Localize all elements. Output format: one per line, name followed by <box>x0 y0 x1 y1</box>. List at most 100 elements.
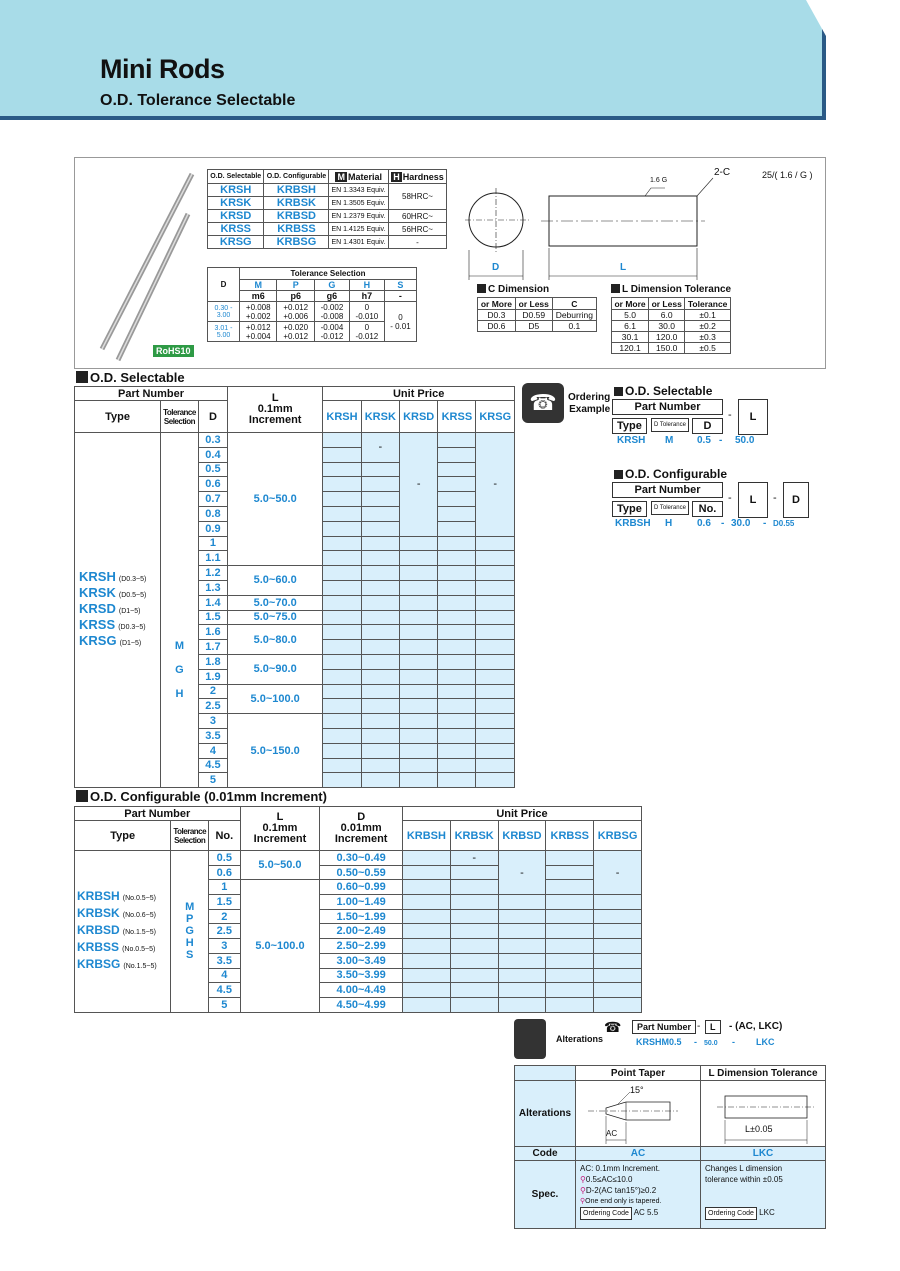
sel-price-cell <box>398 535 439 552</box>
sel-price-cell <box>437 446 477 463</box>
sel-type-name: KRSH <box>79 569 116 585</box>
sel-types: KRSH (D0.3~5)KRSK (D0.5~5)KRSD (D1~5)KRS… <box>73 431 162 789</box>
ord-sel-dash: - <box>728 409 732 421</box>
sel-price-cell <box>437 742 477 759</box>
tol-code: M <box>238 279 278 291</box>
sel-price-cell <box>322 653 362 670</box>
sel-type-range: (D0.5~5) <box>118 592 147 600</box>
alt-row-alt: Alterations <box>514 1080 576 1147</box>
draw-chamfer-label: 2-C <box>714 167 731 178</box>
conf-tol-code: S <box>186 949 194 962</box>
tol-val: +0.012 +0.006 <box>276 301 315 322</box>
sel-col-head: KRSH <box>322 400 362 433</box>
sel-d: 0.6 <box>197 476 229 493</box>
conf-price-cell <box>545 850 595 866</box>
conf-price-cell <box>401 908 451 925</box>
conf-price-cell <box>545 894 595 910</box>
conf-price-dash: - <box>593 849 642 896</box>
ord-conf-dtol: D Tolerance <box>651 501 689 515</box>
tab-cell: D5 <box>514 320 553 332</box>
conf-table: Part Number L 0.1mm Increment D 0.01mm I… <box>73 806 643 1013</box>
sel-price-cell <box>437 727 477 744</box>
sel-price-cell <box>360 683 400 700</box>
sel-price-cell <box>398 639 439 655</box>
conf-price-cell <box>449 938 499 954</box>
ord-conf-pn: Part Number <box>612 482 723 498</box>
ordering-label: Ordering Example <box>568 392 611 415</box>
sel-price-cell <box>360 639 400 655</box>
sel-price-cell <box>475 742 515 759</box>
tol-grade: p6 <box>276 290 315 302</box>
conf-price-cell <box>401 967 451 984</box>
sel-price-cell <box>360 476 400 493</box>
conf-price-cell <box>497 996 547 1013</box>
alt-spec2: Changes L dimension tolerance within ±0.… <box>700 1160 826 1229</box>
draw-rough-small: 1.6 G <box>650 177 668 184</box>
sel-type-range: (D1~5) <box>118 608 141 616</box>
mat-hardness: - <box>387 235 448 249</box>
alt-code1: AC <box>575 1146 701 1161</box>
sel-d: 1 <box>197 535 229 552</box>
alt-opts: - (AC, LKC) <box>729 1021 783 1032</box>
conf-l: 5.0~100.0 <box>239 879 321 1013</box>
mat-conf: KRBSK <box>263 196 330 210</box>
sel-price-cell <box>437 579 477 596</box>
tol-grade: g6 <box>313 290 350 302</box>
tab-cell: Deburring <box>551 309 598 321</box>
tab-head: or Less <box>514 297 553 310</box>
sel-price-cell <box>322 461 362 478</box>
conf-no: 1 <box>208 879 241 896</box>
conf-type-name: KRBSD <box>77 922 120 937</box>
alt-pn-box: Part Number <box>632 1020 697 1034</box>
conf-price-cell <box>545 982 595 998</box>
conf-type-range: (No.0.5~5) <box>122 945 156 953</box>
alt-l-box: L <box>705 1020 721 1034</box>
sel-price-cell <box>475 579 515 596</box>
sel-price-cell <box>437 609 477 626</box>
sel-l: 5.0~70.0 <box>227 594 324 611</box>
sel-price-cell <box>475 535 515 552</box>
sel-price-cell <box>360 713 400 729</box>
sel-price-cell <box>437 565 477 581</box>
sel-price-cell <box>398 624 439 641</box>
tol-grade: - <box>383 290 418 302</box>
sel-price-cell <box>322 757 362 774</box>
conf-no: 5 <box>208 996 241 1013</box>
tab-head: or More <box>477 297 516 310</box>
sel-price-cell <box>360 594 400 611</box>
sel-price-cell <box>437 476 477 493</box>
mat-sel: KRSG <box>206 235 265 249</box>
conf-h-up: Unit Price <box>401 806 643 821</box>
sel-price-cell <box>322 772 362 789</box>
sel-price-cell <box>475 609 515 626</box>
sel-price-cell <box>475 653 515 670</box>
conf-d: 1.50~1.99 <box>319 908 403 925</box>
conf-type-range: (No.1.5~5) <box>123 962 157 970</box>
conf-type-name: KRBSH <box>77 888 120 903</box>
mat-sel: KRSS <box>206 222 265 236</box>
mat-h-sel: O.D. Selectable <box>206 169 265 184</box>
conf-price-cell <box>593 952 642 969</box>
sel-table: Part Number L 0.1mm Increment Unit Price… <box>73 386 515 789</box>
sel-d: 5 <box>197 772 229 789</box>
sel-d: 1.4 <box>197 594 229 611</box>
conf-type-name: KRBSG <box>77 956 121 971</box>
sel-price-cell <box>398 683 439 700</box>
sel-price-cell <box>322 565 362 581</box>
conf-tol-code: M <box>185 901 195 914</box>
conf-price-cell <box>497 967 547 984</box>
tab-cell: D0.6 <box>477 320 516 332</box>
sel-price-cell <box>398 698 439 715</box>
sel-price-cell <box>322 550 362 567</box>
sel-col-head: KRSD <box>398 400 439 433</box>
sel-price-cell <box>322 505 362 522</box>
mat-conf: KRBSH <box>263 183 330 197</box>
sel-price-cell <box>360 772 400 789</box>
conf-price-cell <box>497 908 547 925</box>
conf-d: 3.00~3.49 <box>319 952 403 969</box>
alt-h1: Point Taper <box>575 1065 701 1081</box>
ord-conf-l: L <box>738 482 768 518</box>
sel-h-d: D <box>197 400 229 433</box>
